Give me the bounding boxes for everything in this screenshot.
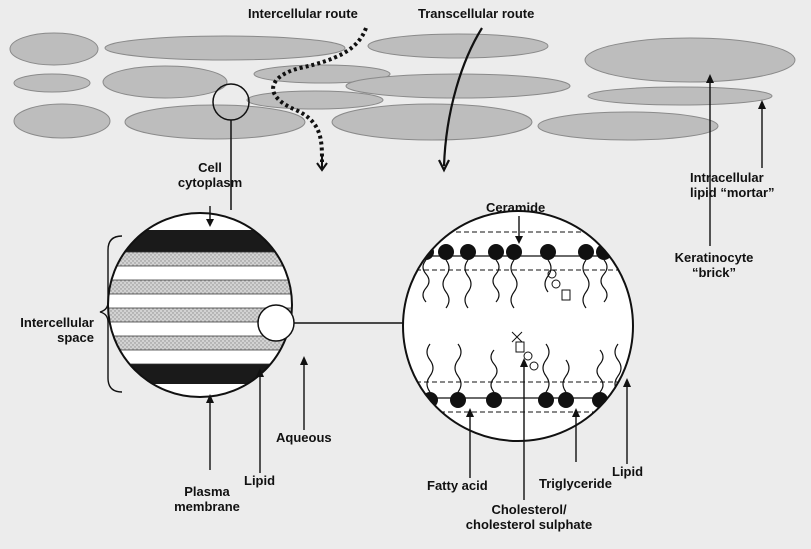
triglyceride-label: Triglyceride [539, 476, 612, 491]
brick [14, 74, 90, 92]
cholesterol-label: Cholesterol/ cholesterol sulphate [454, 502, 604, 532]
intercellular-route-arrow [317, 156, 327, 170]
intercellular-route-label: Intercellular route [248, 6, 358, 21]
brick [332, 104, 532, 140]
brick [368, 34, 548, 58]
plasma-membrane-label: Plasma membrane [165, 484, 249, 514]
brick [247, 91, 383, 109]
fatty-acid-label: Fatty acid [427, 478, 488, 493]
brick [103, 66, 227, 98]
cell-cytoplasm-label: Cell cytoplasm [170, 160, 250, 190]
brick [14, 104, 110, 138]
brick [346, 74, 570, 98]
aqueous-label: Aqueous [276, 430, 332, 445]
brick [105, 36, 345, 60]
inner-zoom-circle [258, 305, 294, 341]
intercellular-space-label: Intercellular space [4, 315, 94, 345]
brick [10, 33, 98, 65]
keratinocyte-bricks [10, 33, 795, 140]
brick [588, 87, 772, 105]
intracellular-lipid-label: Intracellular lipid “mortar” [690, 170, 775, 200]
lipid-right-label: Lipid [612, 464, 643, 479]
ceramide-label: Ceramide [486, 200, 545, 215]
brick [538, 112, 718, 140]
transcellular-route-label: Transcellular route [418, 6, 534, 21]
keratinocyte-label: Keratinocyte “brick” [664, 250, 764, 280]
brick [585, 38, 795, 82]
